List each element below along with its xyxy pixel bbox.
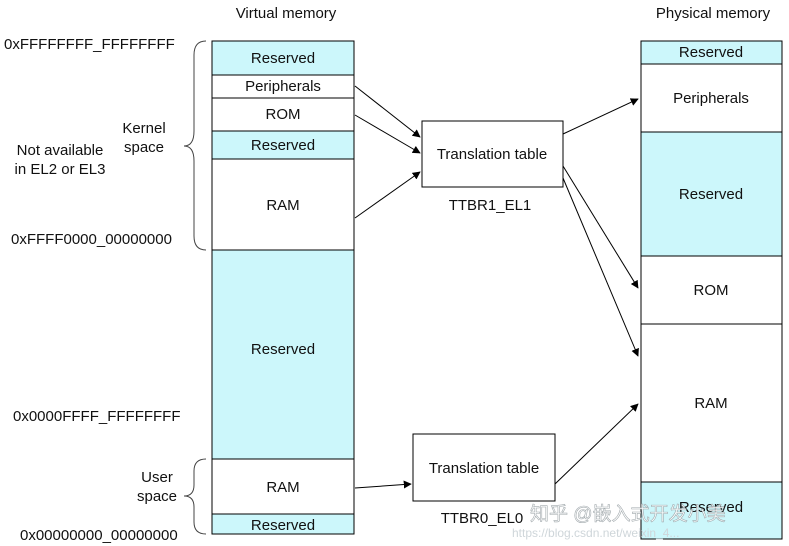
physical-block-rom: ROM bbox=[640, 255, 783, 325]
address-label: 0x0000FFFF_FFFFFFFF bbox=[13, 408, 181, 425]
physical-block-peripherals: Peripherals bbox=[640, 63, 783, 133]
physical-block-ram: RAM bbox=[640, 323, 783, 483]
virtual-block-label: Reserved bbox=[251, 517, 315, 534]
user-space-label: User bbox=[141, 469, 173, 486]
mapping-arrow bbox=[354, 480, 412, 489]
mapping-arrow bbox=[354, 85, 421, 138]
translation-table-label: Translation table bbox=[429, 460, 539, 477]
not-available-label: Not available bbox=[17, 142, 104, 159]
virtual-block-reserved: Reserved bbox=[211, 249, 355, 460]
translation-table-label: Translation table bbox=[437, 146, 547, 163]
mapping-arrow bbox=[562, 177, 639, 357]
physical-block-label: RAM bbox=[694, 395, 727, 412]
ttbr1-label: TTBR1_EL1 bbox=[449, 197, 532, 214]
translation-table-kernel: Translation table bbox=[421, 120, 564, 188]
physical-memory-header: Physical memory bbox=[656, 5, 771, 22]
virtual-memory-header: Virtual memory bbox=[236, 5, 337, 22]
virtual-block-reserved: Reserved bbox=[211, 130, 355, 160]
mapping-arrow bbox=[562, 165, 639, 289]
user-space-label: space bbox=[137, 488, 177, 505]
virtual-block-reserved: Reserved bbox=[211, 40, 355, 76]
virtual-block-reserved: Reserved bbox=[211, 513, 355, 535]
physical-block-reserved: Reserved bbox=[640, 40, 783, 65]
physical-memory-column: Reserved Peripherals Reserved ROM RAM Re… bbox=[640, 40, 783, 540]
watermark-url: https://blog.csdn.net/weixin_4... bbox=[512, 526, 679, 540]
address-label: 0x00000000_00000000 bbox=[20, 527, 178, 544]
translation-table-user: Translation table bbox=[412, 433, 556, 502]
mapping-arrow bbox=[354, 171, 421, 219]
virtual-block-label: RAM bbox=[266, 197, 299, 214]
virtual-block-ram: RAM bbox=[211, 158, 355, 251]
virtual-block-label: ROM bbox=[266, 106, 301, 123]
virtual-memory-column: Reserved Peripherals ROM Reserved RAM Re… bbox=[211, 40, 355, 535]
virtual-block-label: Reserved bbox=[251, 341, 315, 358]
physical-block-label: Reserved bbox=[679, 186, 743, 203]
virtual-block-peripherals: Peripherals bbox=[211, 74, 355, 99]
physical-block-reserved: Reserved bbox=[640, 481, 783, 540]
not-available-label: in EL2 or EL3 bbox=[15, 161, 106, 178]
kernel-space-label: Kernel bbox=[122, 120, 165, 137]
virtual-block-label: Reserved bbox=[251, 137, 315, 154]
virtual-block-ram: RAM bbox=[211, 458, 355, 515]
physical-block-label: Peripherals bbox=[673, 90, 749, 107]
physical-block-label: Reserved bbox=[679, 44, 743, 61]
kernel-space-label: space bbox=[124, 139, 164, 156]
virtual-block-label: RAM bbox=[266, 479, 299, 496]
address-label: 0xFFFFFFFF_FFFFFFFF bbox=[4, 36, 175, 53]
mapping-arrow bbox=[554, 403, 639, 485]
user-space-brace bbox=[183, 458, 207, 535]
mapping-arrow bbox=[354, 114, 421, 154]
virtual-block-rom: ROM bbox=[211, 97, 355, 132]
ttbr0-label: TTBR0_EL0 bbox=[441, 510, 524, 527]
virtual-block-label: Reserved bbox=[251, 50, 315, 67]
physical-block-label: ROM bbox=[694, 282, 729, 299]
mapping-arrow bbox=[562, 98, 639, 135]
kernel-space-brace bbox=[183, 40, 207, 251]
watermark-text: 知乎 @嵌入式开发小美 bbox=[530, 503, 726, 525]
virtual-block-label: Peripherals bbox=[245, 78, 321, 95]
address-label: 0xFFFF0000_00000000 bbox=[11, 231, 172, 248]
physical-block-reserved: Reserved bbox=[640, 131, 783, 257]
physical-block-label: Reserved bbox=[679, 499, 743, 516]
